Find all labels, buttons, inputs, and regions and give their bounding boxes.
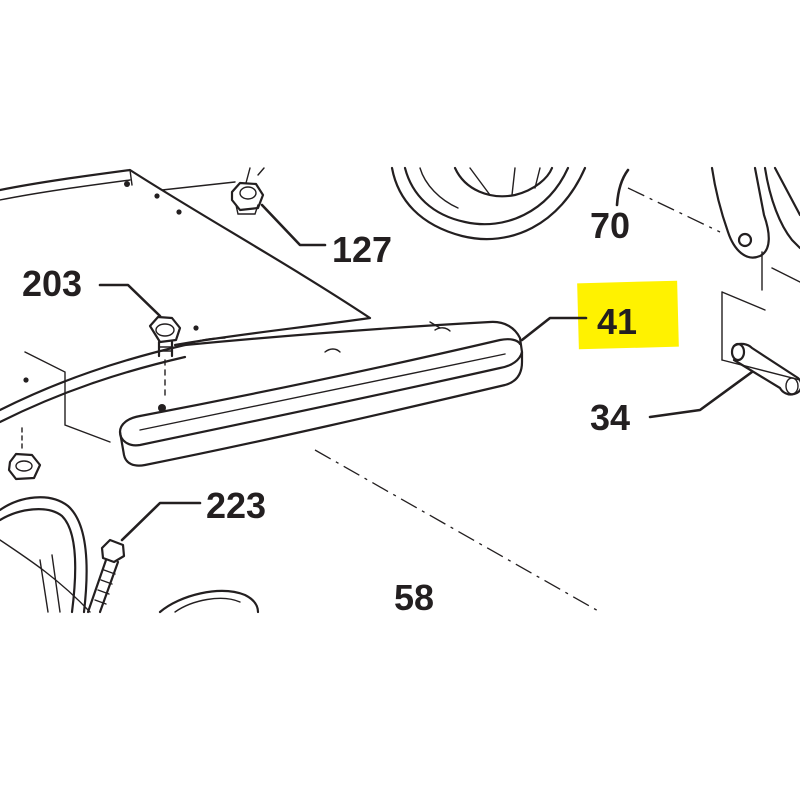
leader-34 <box>648 370 754 419</box>
center-line-upper <box>627 187 721 233</box>
leader-70 <box>615 168 630 207</box>
bolt-part-203 <box>148 315 182 401</box>
leader-203 <box>98 283 162 318</box>
nut-part-127 <box>230 167 265 215</box>
deck-plate <box>0 168 372 383</box>
scraper-bar-part-41 <box>118 320 524 467</box>
belt <box>0 496 88 614</box>
leader-223 <box>120 501 202 542</box>
part-label-34: 34 <box>590 397 630 438</box>
part-label-70: 70 <box>590 205 630 246</box>
bolt-part-223 <box>86 538 126 614</box>
part-label-41: 41 <box>597 301 637 342</box>
leader-41 <box>520 316 588 342</box>
center-line <box>314 449 601 613</box>
part-label-127: 127 <box>332 229 392 270</box>
part-label-223: 223 <box>206 485 266 526</box>
pin-part-34 <box>730 342 800 396</box>
part-label-58: 58 <box>394 577 434 618</box>
leader-127 <box>260 203 327 247</box>
pulley <box>158 589 260 614</box>
highlight-marker-41 <box>577 280 679 350</box>
wheel <box>390 166 587 241</box>
frame-bracket <box>710 166 800 381</box>
part-label-203: 203 <box>22 263 82 304</box>
nut-lower-left <box>7 427 42 481</box>
